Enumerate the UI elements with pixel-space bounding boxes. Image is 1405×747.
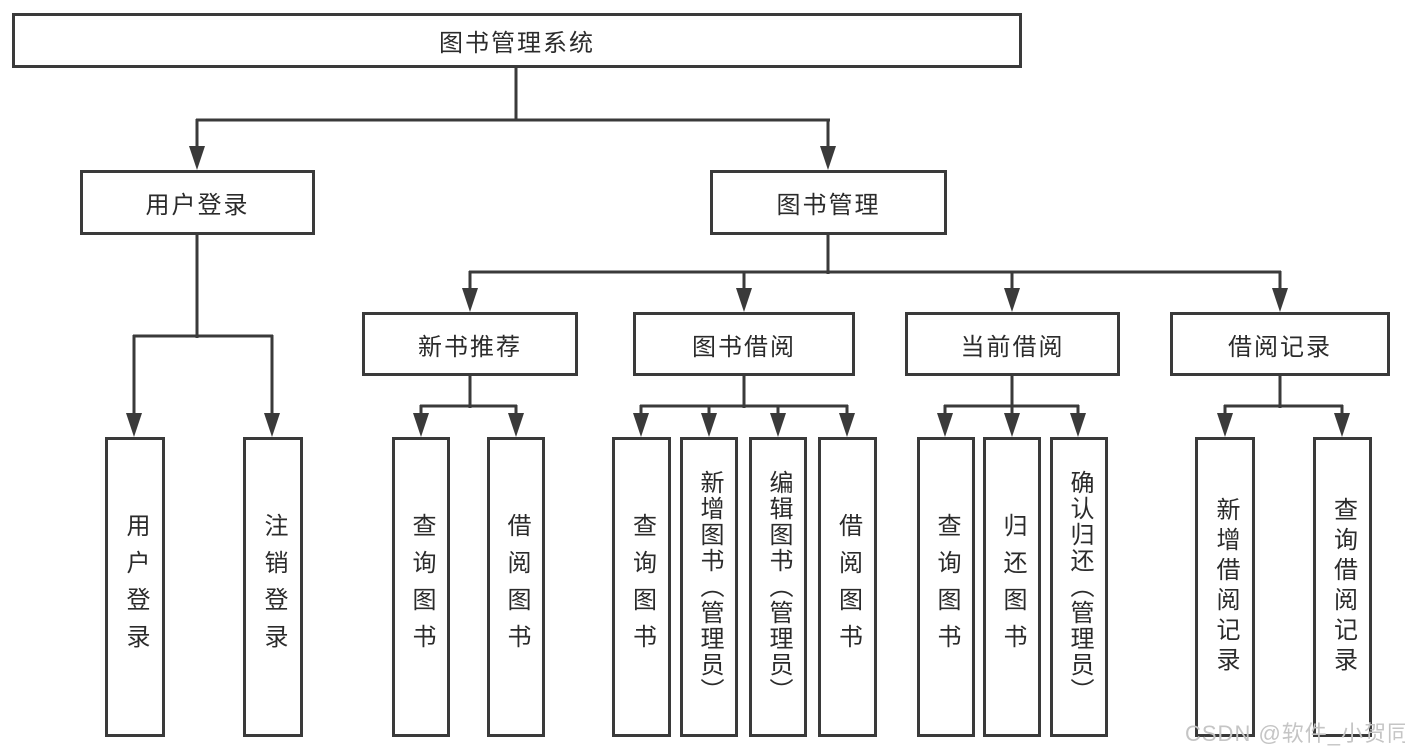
leaf-add-book-admin: 新增图书（管理员） <box>680 437 738 737</box>
node-current-borrow: 当前借阅 <box>905 312 1120 376</box>
leaf-query-borrow-record-label: 查询借阅记录 <box>1329 497 1357 677</box>
node-borrow-records: 借阅记录 <box>1170 312 1390 376</box>
leaf-confirm-return-admin-label: 确认归还（管理员） <box>1066 470 1093 704</box>
leaf-borrow-books-label: 借阅图书 <box>834 513 862 661</box>
connector-book-mgmt-branch <box>462 235 1288 312</box>
leaf-user-login-label: 用户登录 <box>122 513 149 661</box>
node-book-management: 图书管理 <box>710 170 947 235</box>
connector-root-to-level2 <box>189 68 836 170</box>
node-root-label: 图书管理系统 <box>439 30 595 57</box>
leaf-borrow-books-recommend-label: 借阅图书 <box>503 513 530 661</box>
leaf-borrow-books-recommend: 借阅图书 <box>487 437 545 737</box>
leaf-logout: 注销登录 <box>243 437 303 737</box>
node-user-login: 用户登录 <box>80 170 315 235</box>
node-user-login-label: 用户登录 <box>145 192 250 219</box>
node-book-borrow-label: 图书借阅 <box>692 333 796 361</box>
leaf-logout-label: 注销登录 <box>260 513 287 661</box>
leaf-return-book: 归还图书 <box>983 437 1041 737</box>
connector-book-borrow-branch <box>633 376 855 437</box>
leaf-query-books-current: 查询图书 <box>917 437 975 737</box>
leaf-add-borrow-record: 新增借阅记录 <box>1195 437 1255 737</box>
leaf-query-books-borrow: 查询图书 <box>612 437 671 737</box>
node-book-borrow: 图书借阅 <box>633 312 855 376</box>
leaf-query-books-borrow-label: 查询图书 <box>628 513 656 661</box>
leaf-edit-book-admin: 编辑图书（管理员） <box>749 437 807 737</box>
leaf-borrow-books: 借阅图书 <box>818 437 877 737</box>
node-book-management-label: 图书管理 <box>776 192 881 219</box>
connector-current-borrow-branch <box>937 376 1086 437</box>
leaf-edit-book-admin-label: 编辑图书（管理员） <box>765 470 792 704</box>
leaf-add-book-admin-label: 新增图书（管理员） <box>696 470 723 704</box>
connector-new-book-branch <box>413 376 524 437</box>
leaf-query-books-recommend: 查询图书 <box>392 437 450 737</box>
leaf-query-books-current-label: 查询图书 <box>933 513 960 661</box>
leaf-user-login: 用户登录 <box>105 437 165 737</box>
leaf-return-book-label: 归还图书 <box>999 513 1026 661</box>
leaf-add-borrow-record-label: 新增借阅记录 <box>1212 497 1239 677</box>
connector-borrow-records-branch <box>1217 376 1350 437</box>
node-current-borrow-label: 当前借阅 <box>960 333 1065 361</box>
node-root: 图书管理系统 <box>12 13 1022 68</box>
node-new-book-recommend-label: 新书推荐 <box>418 333 522 361</box>
leaf-query-books-recommend-label: 查询图书 <box>408 513 435 661</box>
leaf-query-borrow-record: 查询借阅记录 <box>1313 437 1372 737</box>
leaf-confirm-return-admin: 确认归还（管理员） <box>1050 437 1108 737</box>
connector-user-login-branch <box>126 235 280 437</box>
node-new-book-recommend: 新书推荐 <box>362 312 578 376</box>
node-borrow-records-label: 借阅记录 <box>1228 333 1332 361</box>
watermark: CSDN @软件_小贺同学 <box>1185 721 1405 746</box>
